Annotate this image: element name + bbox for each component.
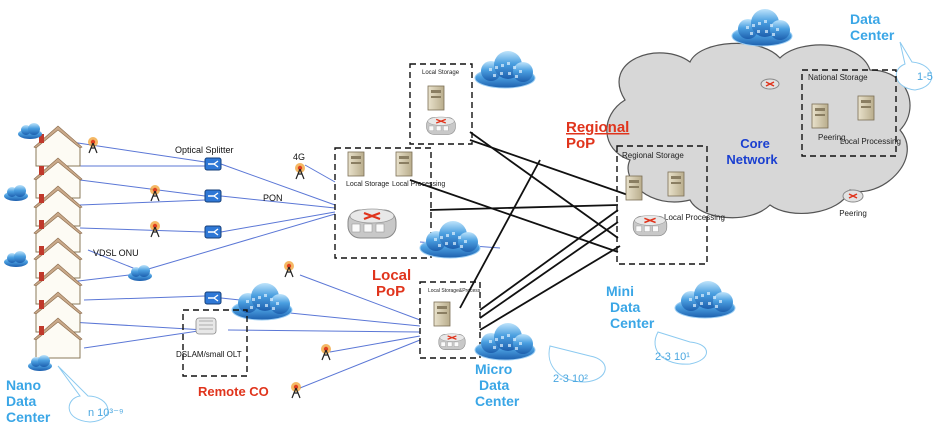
- local-storage-server-icon: [347, 151, 365, 177]
- regional-processing-icon: [667, 171, 685, 197]
- mini-dc-cloud-icon: [674, 280, 736, 319]
- local-storage-top-box: [409, 63, 473, 145]
- regional-router-icon: [632, 214, 668, 237]
- metro-cloud-icon: [419, 220, 481, 259]
- pon-label: PON: [263, 193, 283, 203]
- core-network-label-2: Network: [726, 152, 778, 167]
- optical-splitter-label: Optical Splitter: [175, 145, 234, 155]
- national-peering-label: Peering: [818, 133, 846, 142]
- national-storage-label: National Storage: [808, 73, 868, 82]
- optical-splitter-1-icon: [204, 157, 222, 171]
- peering-label: Peering: [839, 209, 867, 218]
- mini-dc-label-3: Center: [610, 315, 655, 331]
- nano-dc-callout-text: n 10³⁻⁹: [88, 407, 124, 419]
- peering-router: [842, 189, 864, 203]
- data-center-cloud-icon: [731, 8, 793, 47]
- remote-co-label: Remote CO: [198, 384, 269, 399]
- 4g-tower-icon: [294, 162, 306, 180]
- nano-dc-label-1: Nano: [6, 377, 41, 393]
- remote-co-box: [182, 309, 248, 377]
- core-router-top: [760, 78, 780, 90]
- backbone-links: [409, 131, 629, 331]
- houses: [33, 125, 83, 359]
- micro-dc-label-2: Data: [479, 377, 510, 393]
- local-pop-router-icon: [346, 207, 398, 240]
- national-processing-label: Local Processing: [840, 137, 901, 146]
- optical-splitter-2-icon: [204, 189, 222, 203]
- micro-storage-label: Local Storage&Process: [428, 288, 481, 294]
- access-cloud-icon: [231, 282, 293, 321]
- nano-dc-callout: [57, 365, 109, 423]
- data-center-callout: [895, 41, 933, 91]
- optical-splitter-4-icon: [204, 291, 222, 305]
- nano-cloud-icon: [4, 251, 28, 267]
- micro-dc-label-1: Micro: [475, 361, 512, 377]
- regional-pop-label-2: PoP: [566, 135, 595, 152]
- local-storage-top-label: Local Storage: [422, 70, 460, 76]
- local-processing-label: Local Processing: [392, 181, 445, 188]
- data-center-callout-text: 1-5: [917, 71, 933, 83]
- nano-cloud-icon: [4, 185, 28, 201]
- optical-splitter-3-icon: [204, 225, 222, 239]
- mini-dc-callout-text: 2-3 10¹: [655, 351, 690, 363]
- mini-dc-label-2: Data: [610, 299, 641, 315]
- tower-6-icon: [290, 381, 302, 399]
- regional-storage-label: Regional Storage: [622, 151, 684, 160]
- national-server-icon: [811, 103, 829, 129]
- local-top-router-icon: [425, 116, 457, 136]
- vdsl-onu-label: VDSL ONU: [93, 248, 139, 258]
- tower-4-icon: [283, 260, 295, 278]
- tower-3-icon: [149, 220, 161, 238]
- mini-dc-callout: [654, 331, 707, 365]
- micro-server-icon: [433, 301, 451, 327]
- 4g-label: 4G: [293, 152, 305, 162]
- local-storage-top-server-icon: [427, 85, 445, 111]
- nano-cloud-icon: [28, 355, 52, 371]
- dslam-icon: [195, 317, 217, 335]
- local-pop-label-1: Local: [372, 267, 411, 284]
- regional-pop-box: [616, 145, 708, 265]
- local-top-cloud-icon: [474, 50, 536, 89]
- micro-dc-box: [419, 281, 481, 359]
- tower-5-icon: [320, 343, 332, 361]
- tower-1-icon: [87, 136, 99, 154]
- nano-dc-label-3: Center: [6, 409, 51, 425]
- regional-pop-label-1: Regional: [566, 119, 629, 136]
- local-storage-label: Local Storage: [346, 181, 389, 188]
- national-processing-icon: [857, 95, 875, 121]
- mini-dc-label-1: Mini: [606, 283, 634, 299]
- tower-2-icon: [149, 184, 161, 202]
- data-center-label-1: Data: [850, 11, 881, 27]
- local-pop-label-2: PoP: [376, 283, 405, 300]
- regional-server-icon: [625, 175, 643, 201]
- micro-dc-callout-text: 2-3 10²: [553, 373, 588, 385]
- micro-router-icon: [438, 333, 466, 351]
- micro-dc-callout: [548, 345, 606, 383]
- local-processing-server-icon: [395, 151, 413, 177]
- core-network-label-1: Core: [740, 136, 770, 151]
- local-pop-box: [334, 147, 432, 259]
- dslam-label: DSLAM/small OLT: [176, 350, 242, 359]
- nano-dc-label-2: Data: [6, 393, 37, 409]
- regional-processing-label: Local Processing: [664, 213, 725, 222]
- micro-dc-label-3: Center: [475, 393, 520, 409]
- data-center-label-2: Center: [850, 27, 895, 43]
- nano-cloud-icon: [18, 123, 42, 139]
